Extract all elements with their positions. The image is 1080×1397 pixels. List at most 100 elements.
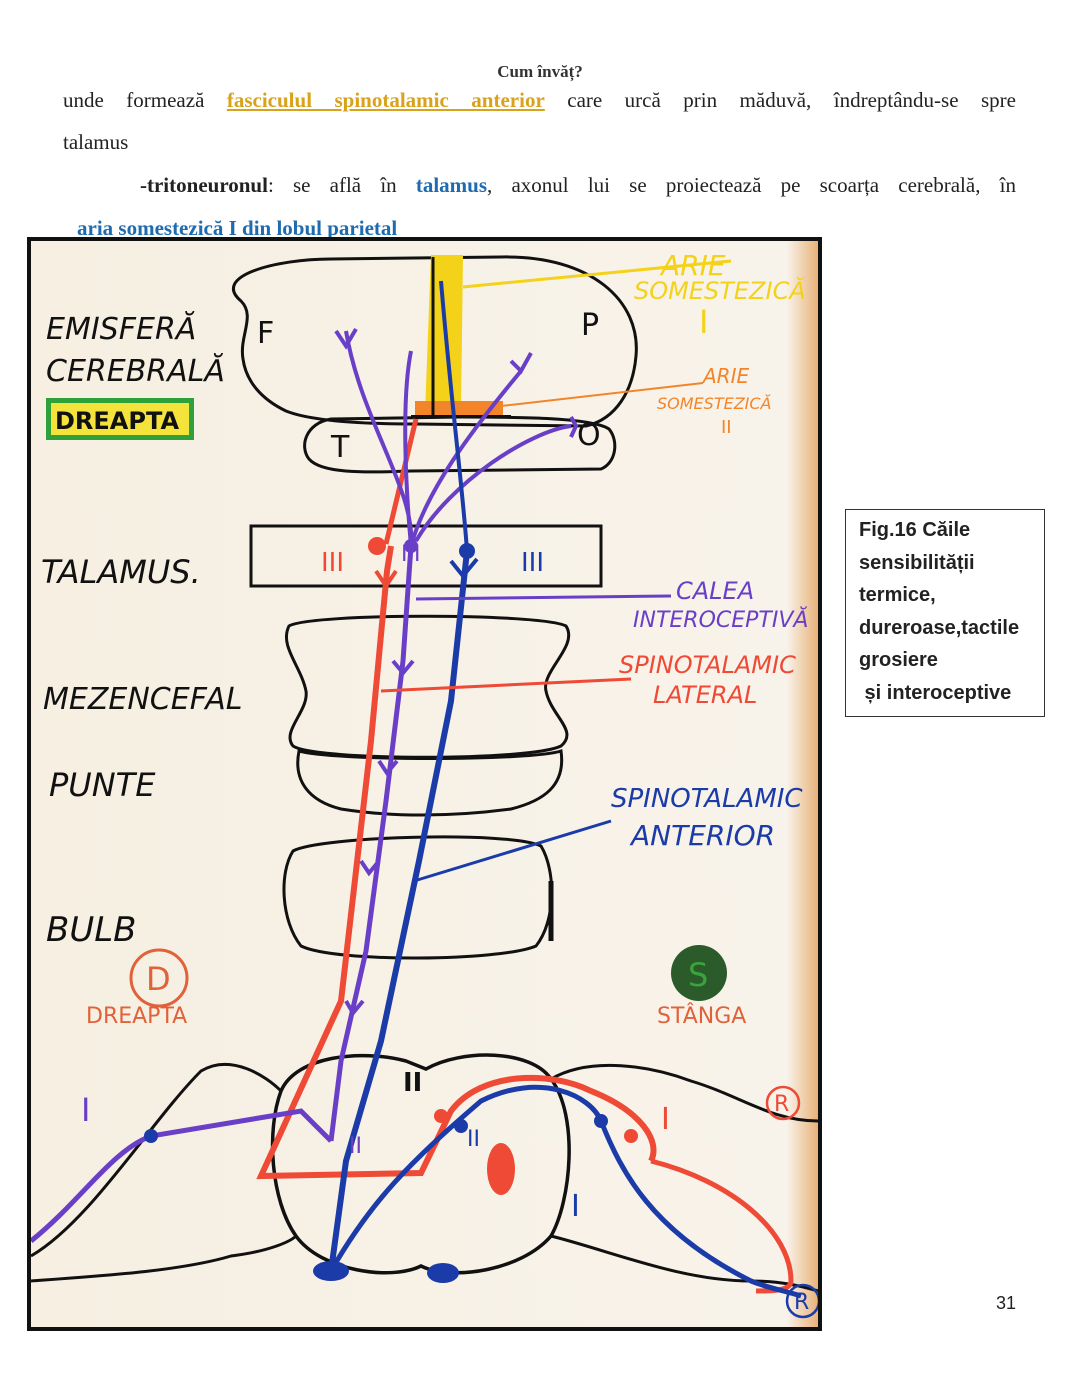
somesthetic-area-ii: [415, 401, 503, 415]
label-lobe-o: O: [577, 418, 601, 453]
blue-neuron-i-body: [594, 1114, 608, 1128]
red-tract-cortex: [383, 418, 419, 545]
interoceptive-pointer: [415, 594, 672, 601]
d-circle: [129, 948, 189, 1008]
paragraph-1-end: care urcă prin măduvă, îndreptându-se sp…: [544, 88, 1016, 112]
red-synapse-mark: [374, 569, 398, 590]
label-neuron-i-right: I: [661, 1102, 670, 1137]
purple-cortical-branches: [344, 330, 572, 547]
label-neuron-i-left: I: [81, 1091, 90, 1129]
blue-tract-cortex: [439, 280, 469, 552]
label-arie-i-c: I: [699, 303, 708, 341]
label-sl-a: SPINOTALAMIC: [619, 651, 796, 679]
paragraph-1: unde formează fasciculul spinotalamic an…: [63, 86, 1016, 114]
caption-line-2: sensibilității: [859, 551, 975, 574]
caption-line-6: și interoceptive: [859, 681, 1012, 704]
dreapta-box-inner: [51, 403, 189, 435]
paragraph-3: -tritoneuronul: se află în talamus, axon…: [140, 171, 1016, 199]
label-emisfera: EMISFERĂ: [46, 311, 196, 347]
caption-line-3: termice,: [859, 584, 936, 606]
blue-neuron-ii-body: [454, 1119, 468, 1133]
paragraph-4: aria somestezică I din lobul parietal: [77, 216, 398, 240]
label-r-bottom: R: [794, 1290, 809, 1315]
sensory-pathways-figure: EMISFERĂ CEREBRALĂ DREAPTA TALAMUS. MEZE…: [27, 237, 822, 1331]
label-stanga: STÂNGA: [657, 1003, 746, 1029]
label-s: S: [688, 956, 708, 994]
left-nerve-upper: [31, 1063, 283, 1258]
caption-line-4: dureroase,tactile: [859, 616, 1020, 639]
label-neuron-ii-mid: II: [349, 1134, 362, 1159]
mesencephalon-outline: [285, 614, 570, 759]
label-calea-b: INTEROCEPTIVĂ: [633, 607, 808, 633]
purple-tract: [328, 545, 414, 1142]
area-i-pointer: [462, 259, 732, 289]
label-calea-a: CALEA: [676, 577, 754, 605]
purple-neuron-iii-body: [404, 539, 418, 553]
label-sl-b: LATERAL: [653, 681, 757, 709]
label-lobe-p: P: [581, 308, 599, 343]
right-nerve-upper: [550, 1063, 818, 1123]
label-dreapta: DREAPTA: [86, 1004, 187, 1029]
blue-neuron-iii-body: [459, 543, 475, 559]
paragraph-1-start: unde formează: [63, 88, 227, 112]
label-arie-i-a: ARIE: [659, 249, 726, 282]
blue-tract: [328, 550, 470, 1272]
label-cerebrala: CEREBRALĂ: [46, 353, 225, 389]
label-mezencefal: MEZENCEFAL: [43, 682, 242, 717]
anterior-pointer: [413, 819, 612, 883]
label-arie-i-b: SOMESTEZICĂ: [634, 276, 806, 305]
s-circle: [671, 945, 727, 1001]
red-neuron-ii-body: [434, 1109, 448, 1123]
medulla-outline: [282, 835, 554, 960]
label-arie-ii-b: SOMESTEZICĂ: [657, 394, 772, 413]
label-r-top: R: [774, 1092, 789, 1117]
label-lobe-f: F: [257, 316, 274, 351]
label-arie-ii-c: II: [721, 417, 732, 438]
blue-periphery: [328, 1084, 802, 1299]
receptor-bottom-circle: [785, 1283, 818, 1319]
red-tract: [256, 545, 657, 1180]
receptor-top-circle: [765, 1085, 801, 1121]
purple-synapse-marks: [344, 659, 415, 1017]
label-neuron-ii-top: II: [403, 1068, 422, 1098]
caption-line-5: grosiere: [859, 649, 938, 671]
label-sa-a: SPINOTALAMIC: [611, 784, 803, 814]
label-thal-iii-purple: III: [401, 542, 420, 567]
lateral-pointer: [380, 677, 632, 693]
hemisphere-outline: [232, 255, 638, 428]
red-neuron-iii-body: [368, 537, 386, 555]
page-header: Cum învăț?: [497, 62, 583, 81]
label-neuron-ii-right: II: [467, 1127, 480, 1152]
temporal-lobe-outline: [303, 415, 617, 474]
paragraph-3-end: , axonul lui se proiectează pe scoarța c…: [487, 173, 1016, 197]
page-number: 31: [996, 1293, 1017, 1313]
purple-neuron-i-body: [144, 1129, 158, 1143]
label-sa-b: ANTERIOR: [629, 819, 775, 852]
label-arie-ii-a: ARIE: [701, 364, 749, 388]
label-thal-iii-blue: III: [521, 548, 544, 578]
fasciculus-anterior-link: fasciculul spinotalamic anterior: [226, 88, 545, 112]
label-neuron-i-bottom: I: [571, 1189, 580, 1224]
right-nerve-lower: [550, 1234, 818, 1293]
label-punte: PUNTE: [49, 766, 156, 804]
red-neuron-i-body: [624, 1129, 638, 1143]
figure-caption: Fig.16 Căile sensibilității termice, dur…: [845, 509, 1045, 717]
paragraph-2: talamus: [63, 130, 129, 154]
label-d: D: [146, 960, 171, 998]
area-ii-pointer: [500, 382, 704, 407]
talamus-term: talamus: [415, 173, 488, 197]
paragraph-3-mid: : se află în: [267, 173, 416, 197]
caption-line-1: Fig.16 Căile: [859, 519, 971, 541]
blue-synapse-mark: [449, 557, 479, 580]
anterior-commissure-right: [427, 1263, 459, 1283]
label-talamus: TALAMUS.: [41, 553, 201, 591]
label-thal-iii-red: III: [321, 548, 344, 578]
lateral-tract-spot: [487, 1143, 515, 1195]
purple-endings: [334, 327, 579, 438]
label-dreapta-box: DREAPTA: [55, 407, 179, 435]
tritoneuron-term: -tritoneuronul: [140, 173, 268, 197]
pathway-drawing: EMISFERĂ CEREBRALĂ DREAPTA TALAMUS. MEZE…: [31, 241, 818, 1327]
label-lobe-t: T: [330, 430, 350, 465]
left-nerve-lower: [31, 1234, 298, 1283]
label-bulb: BULB: [46, 910, 136, 950]
